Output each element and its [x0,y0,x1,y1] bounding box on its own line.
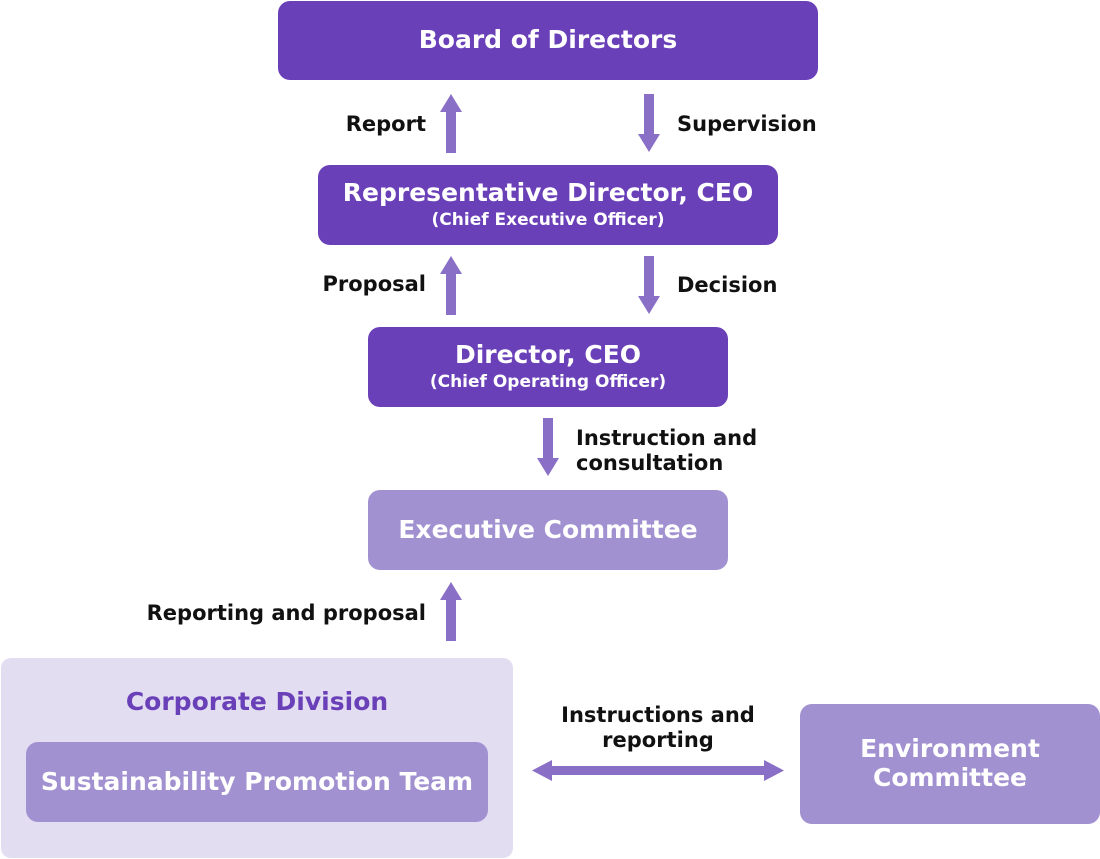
label-decision: Decision [677,273,778,297]
label-report: Report [345,112,426,136]
label-instructions-reporting-line1: Instructions and [561,703,755,727]
sustainability-team-box: Sustainability Promotion Team [26,742,488,822]
label-reporting-proposal: Reporting and proposal [146,601,426,625]
arrow-instruction-down [537,418,559,476]
arrow-instructions-reporting-double [532,760,784,781]
board-of-directors-title: Board of Directors [418,25,678,55]
corporate-division-title: Corporate Division [125,687,389,716]
sustainability-team-title: Sustainability Promotion Team [40,766,474,796]
arrow-report-up [440,94,462,153]
label-supervision: Supervision [677,112,817,136]
environment-committee-title-line1: Environment [860,734,1040,764]
director-box: Director, CEO (Chief Operating Officer) [368,327,728,407]
label-instruction-line1: Instruction and [576,426,758,450]
arrow-decision-down [638,256,660,314]
representative-director-subtitle: (Chief Executive Officer) [431,210,665,231]
arrow-proposal-up [440,256,462,315]
executive-committee-box: Executive Committee [368,490,728,570]
director-subtitle: (Chief Operating Officer) [429,372,667,393]
environment-committee-box: Environment Committee [800,704,1100,824]
label-proposal: Proposal [322,272,426,296]
representative-director-title: Representative Director, CEO [342,177,754,207]
arrow-supervision-down [638,94,660,152]
director-title: Director, CEO [454,339,642,369]
executive-committee-title: Executive Committee [398,514,698,544]
label-instruction-line2: consultation [576,450,724,475]
label-instructions-reporting-line2: reporting [602,727,714,752]
board-of-directors-box: Board of Directors [278,1,818,80]
arrow-reporting-proposal-up [440,582,462,641]
label-instruction-consultation: Instruction and consultation [576,426,757,476]
label-instructions-reporting: Instructions and reporting [540,703,776,753]
representative-director-box: Representative Director, CEO (Chief Exec… [318,165,778,245]
environment-committee-title-line2: Committee [872,763,1027,792]
